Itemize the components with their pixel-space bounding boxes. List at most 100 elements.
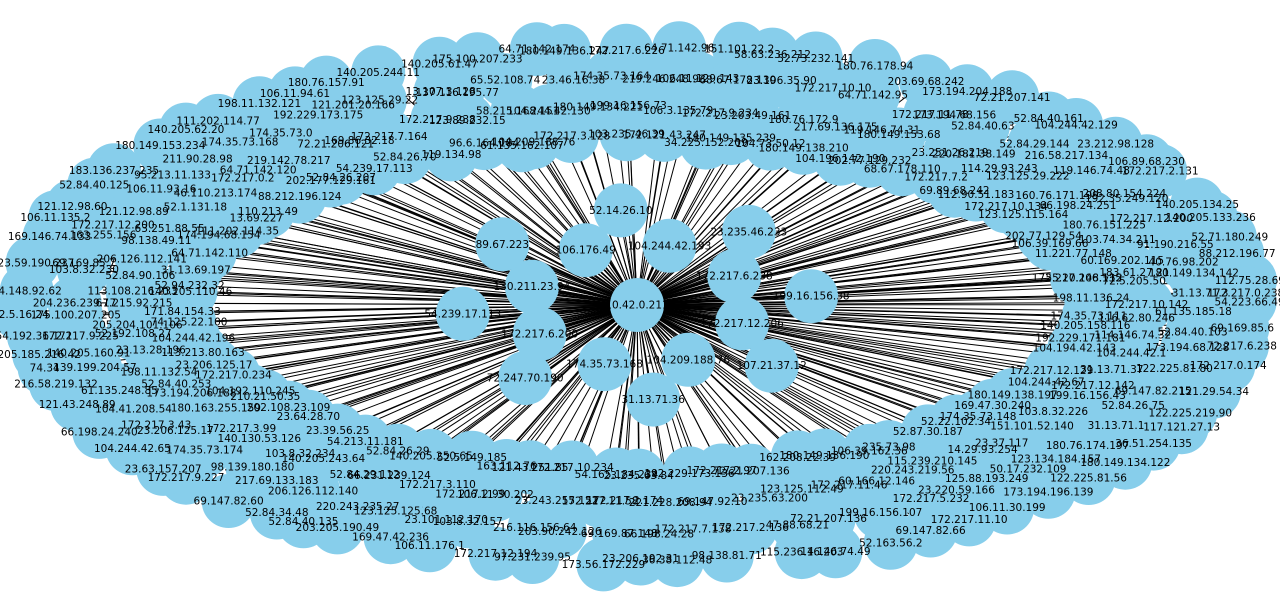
node-label: 95.213.11.133: [134, 169, 211, 181]
node-label: 123.125.29.22: [341, 95, 418, 107]
node-label: 140.205.134.25: [1156, 199, 1240, 211]
node-label: 52.5.16.24: [0, 309, 49, 321]
node-label: 203.205.190.49: [296, 522, 380, 534]
graph-node: [558, 223, 613, 278]
node-label: 113.108.216.233: [88, 286, 178, 298]
node-label: 52.14.26.10: [589, 205, 652, 217]
node-label: 211.90.28.98: [163, 153, 233, 165]
node-label: 47.88.68.21: [766, 520, 829, 532]
node-label: 104.244.42.196: [152, 333, 236, 345]
node-label: 52.87.30.187: [893, 426, 963, 438]
graph-node: [504, 259, 559, 314]
node-label: 173.194.68.156: [913, 109, 997, 121]
graph-node: [715, 296, 770, 351]
node-label: 52.84.90.106: [105, 270, 175, 282]
node-label: 106.39.162.36: [831, 445, 908, 457]
node-label: 23.196.35.90: [747, 75, 817, 87]
node-label: 173.194.206.188: [146, 387, 236, 399]
node-label: 199.16.156.73: [590, 100, 667, 112]
node-label: 23.235.63.84: [604, 470, 674, 482]
node-label: 216.116.156.64: [493, 522, 577, 534]
node-label: 174.35.73.148: [940, 411, 1017, 423]
node-label: 61.135.185.18: [1155, 306, 1232, 318]
node-label: 119.146.74.31: [843, 124, 920, 136]
node-label: 69.169.87.148: [581, 528, 658, 540]
node-label: 60.166.12.146: [838, 476, 915, 488]
graph-node: [642, 218, 697, 273]
node-label: 104.194.42.143: [1033, 343, 1117, 355]
graph-node: [652, 21, 707, 76]
node-label: 66.198.24.28: [624, 529, 694, 541]
node-label: 114.29.93.243: [961, 163, 1038, 175]
node-label: 31.13.69.197: [161, 265, 231, 277]
node-label: 183.61.27.21: [1099, 267, 1169, 279]
node-label: 14.146.74.49: [800, 546, 870, 558]
node-label: 172.121.43.247: [622, 129, 706, 141]
graph-node: [1218, 266, 1273, 321]
node-label: 106.11.135.2: [20, 212, 90, 224]
node-label: 219.142.78.217: [247, 155, 331, 167]
node-label: 180.149.136.247: [519, 45, 609, 57]
node-label: 123.59.190.237: [0, 257, 74, 269]
node-label: 172.217.2.99: [435, 489, 505, 501]
node-label: 46.110.213.174: [174, 188, 258, 200]
node-label: 140.205.250.65: [389, 450, 473, 462]
node-label: 172.217.3.128: [533, 131, 610, 143]
node-label: 172.217.10.10: [795, 83, 872, 95]
node-label: 52.84.26.70: [373, 152, 436, 164]
node-label: 31.13.71.3: [1172, 287, 1229, 299]
edge: [250, 304, 638, 392]
graph-node: [201, 474, 256, 528]
graph-node: [249, 485, 304, 540]
edge: [193, 304, 638, 339]
node-label: 52.84.29.144: [999, 138, 1069, 150]
node-label: 104.41.208.54: [95, 403, 172, 415]
node-label: 172.217.12.142: [1051, 380, 1135, 392]
node-label: 66.231.239.124: [347, 470, 431, 482]
graph-node: [299, 55, 354, 110]
node-label: 172.217.2.174: [586, 495, 663, 507]
node-label: 113.213.80.163: [161, 347, 245, 359]
node-label: 180.149.136.190: [779, 450, 869, 462]
node-label: 115.239.210.145: [887, 456, 977, 468]
graph-node: [847, 39, 902, 93]
node-label: 140.205.243.64: [282, 453, 366, 465]
node-label: 106.11.129.143: [656, 73, 740, 85]
node-label: 68.67.178.110: [864, 164, 941, 176]
node-label: 52.84.40.103: [1158, 326, 1228, 338]
node-label: 217.69.136.175: [794, 121, 878, 133]
node-label: 63.251.88.55: [135, 223, 205, 235]
graph-node: [707, 249, 762, 304]
node-label: 64.71.142.174: [498, 44, 575, 56]
node-label: 123.125.115.164: [978, 209, 1068, 221]
node-label: 61.135.162.107: [480, 140, 564, 152]
node-label: 140.205.62.20: [147, 124, 224, 136]
node-label: 23.243.255.152: [515, 495, 599, 507]
node-label: 163.255.156: [70, 230, 137, 242]
graph-node: [699, 528, 754, 583]
node-label: 140.205.61.47: [401, 58, 478, 70]
edge: [506, 304, 638, 467]
node-label: 220.181.38.149: [932, 149, 1016, 161]
node-label: 54.239.17.113: [336, 163, 413, 175]
node-label: 106.11.176.1: [395, 540, 465, 552]
graph-node: [1133, 143, 1188, 198]
graph-node: [1021, 464, 1076, 519]
graph-node: [351, 45, 406, 100]
label-layer: 54.223.66.4952.84.40.103104.244.42.1172.…: [0, 43, 1280, 571]
graph-node: [593, 183, 648, 238]
hub-label: 10.42.0.211: [605, 300, 668, 312]
edge: [636, 190, 955, 306]
edge: [636, 304, 1086, 326]
node-label: 174.194.68.154: [177, 229, 261, 241]
node-label: 36.51.254.135: [1115, 438, 1192, 450]
node-label: 69.147.82.60: [194, 496, 264, 508]
node-label: 52.84.29.112: [330, 469, 400, 481]
node-label: 180.149.134.122: [1080, 457, 1170, 469]
node-label: 203.90.242.126: [518, 526, 602, 538]
node-label: 172.217.10.234: [530, 462, 614, 474]
node-label: 172.217.7.138: [655, 524, 732, 536]
node-label: 72.21.207.141: [974, 92, 1051, 104]
node-label: 106.11.93.16: [126, 183, 196, 195]
node-label: 23.206.125.17: [137, 425, 214, 437]
